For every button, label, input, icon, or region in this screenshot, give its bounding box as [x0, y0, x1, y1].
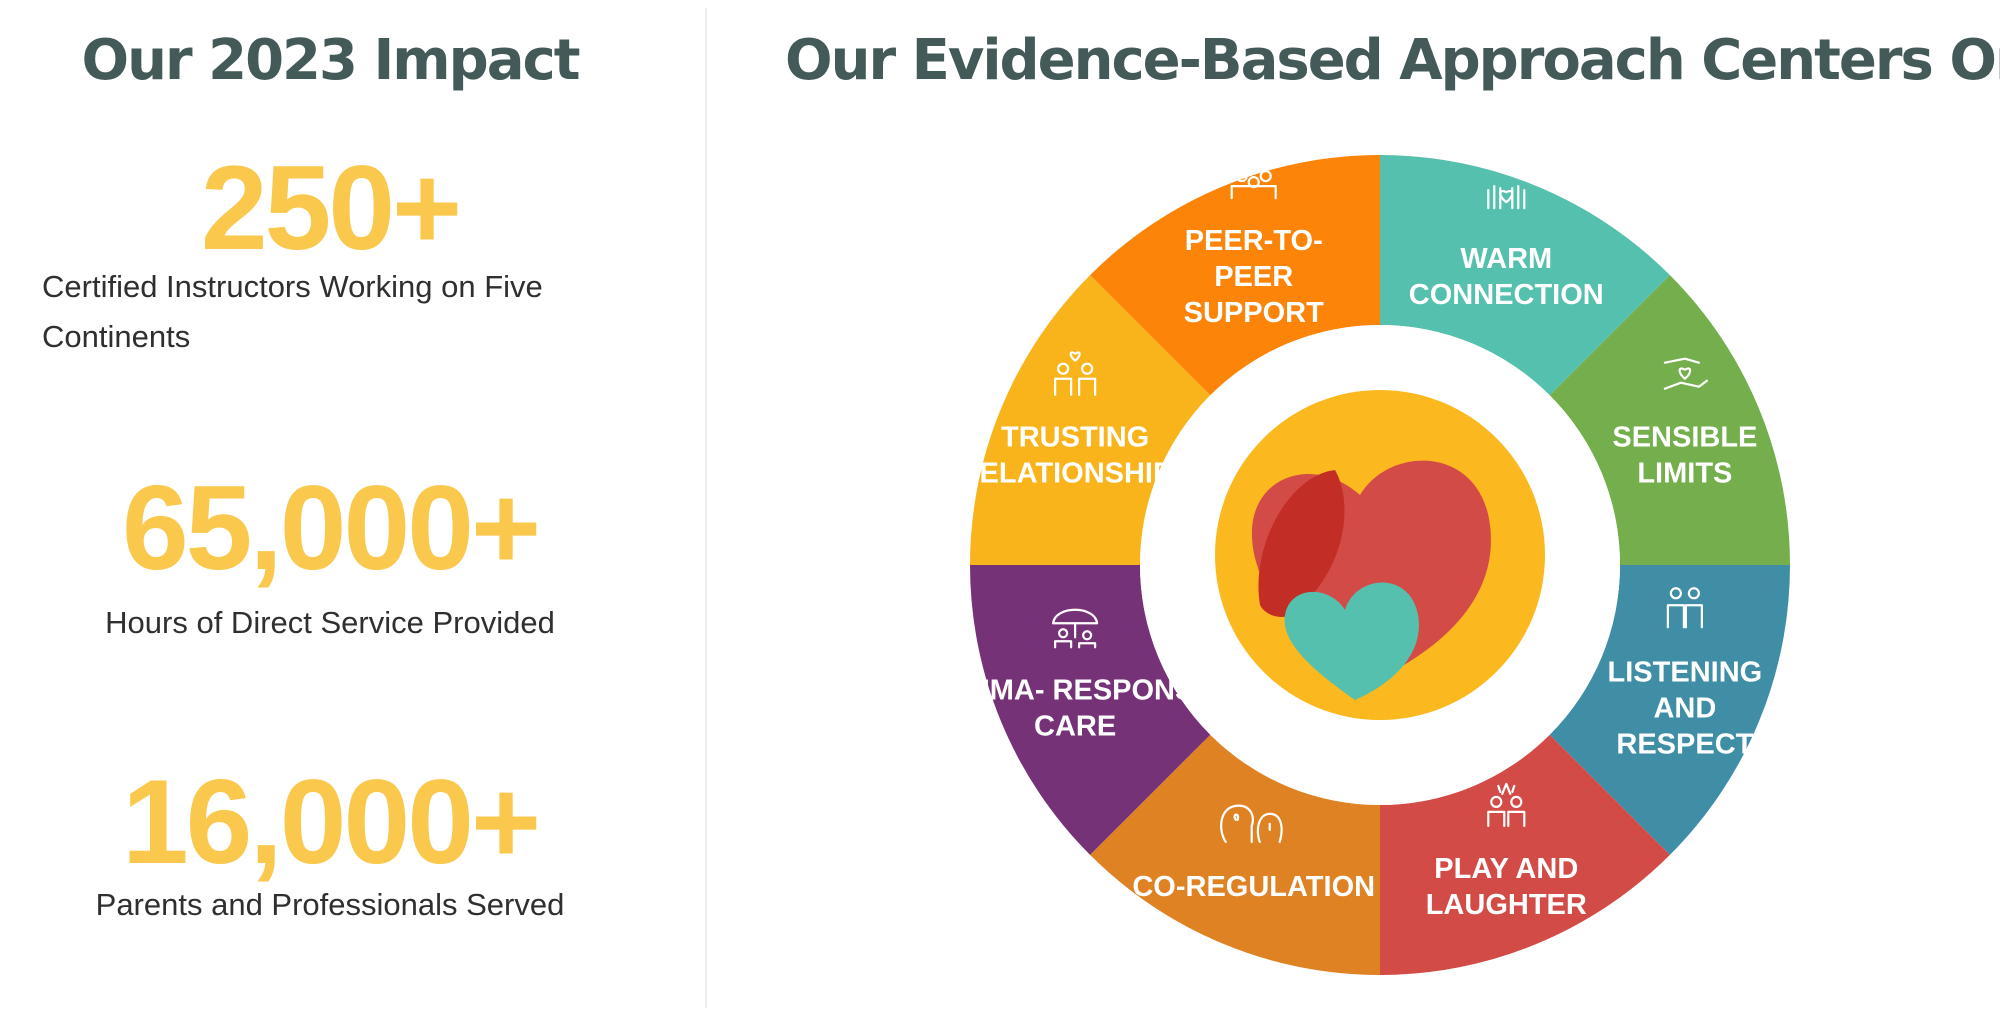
wheel-labels: WARM CONNECTION SENSIBLE LIMITS LISTENING AND…: [960, 225, 1762, 921]
wheel-segment-label-line: CARE: [1034, 710, 1116, 742]
approach-wheel: WARM CONNECTION SENSIBLE LIMITS LISTENING AND…: [960, 155, 1790, 975]
wheel-segment-label-line: AND: [1653, 692, 1716, 724]
wheel-segment-label: PLAY AND LAUGHTER: [1426, 853, 1587, 921]
wheel-segment-label-line: RELATIONSHIPS: [960, 458, 1192, 490]
wheel-segment-label: SENSIBLE LIMITS: [1612, 422, 1757, 490]
wheel-segment-label-line: LAUGHTER: [1426, 889, 1587, 921]
wheel-segment-label-line: TRAUMA- RESPONSIVE: [960, 674, 1241, 706]
stat-hours-label: Hours of Direct Service Provided: [105, 605, 555, 640]
umbrella-icon: [1052, 608, 1099, 649]
wheel-segment: [1380, 155, 1670, 396]
wheel-segment: [970, 275, 1211, 565]
stat-instructors-label-line1: Certified Instructors Working on Five: [42, 269, 543, 304]
stat-served-label: Parents and Professionals Served: [95, 887, 565, 922]
wheel-segment: [1090, 734, 1380, 975]
wheel-segment-label-line: TRUSTING: [1001, 422, 1149, 454]
stat-hours-number: 65,000+: [121, 461, 541, 595]
wheel-segment-label: LISTENING AND RESPECT: [1608, 656, 1763, 760]
wheel-segment-label-line: PLAY AND: [1434, 853, 1578, 885]
wheel-segment-label-line: LIMITS: [1637, 458, 1732, 490]
hand-heart-icon: [1663, 357, 1708, 390]
stat-instructors-label-line2: Continents: [42, 319, 191, 354]
wheel-icons: [1052, 156, 1708, 843]
wheel-segment: [1090, 155, 1380, 396]
wheel-segment-label-line: CO-REGULATION: [1132, 871, 1375, 903]
wheel-segment: [1549, 565, 1790, 855]
wheel-segment-label: TRAUMA- RESPONSIVE CARE: [960, 674, 1241, 742]
stat-instructors-number: 250+: [200, 141, 462, 275]
wheel-segment: [970, 565, 1211, 855]
heart-logo-icon: [1215, 390, 1545, 720]
wheel-segment-label-line: CONNECTION: [1409, 279, 1604, 311]
people-heart-icon: [1054, 351, 1097, 396]
high-five-icon: [1487, 782, 1526, 827]
approach-title: Our Evidence-Based Approach Centers On: [785, 28, 2000, 93]
impact-title: Our 2023 Impact: [81, 28, 581, 93]
panel-divider: [705, 8, 707, 1008]
wheel-segment-label: CO-REGULATION: [1132, 871, 1375, 903]
stat-served-number: 16,000+: [121, 755, 541, 889]
two-people-icon: [1666, 587, 1703, 629]
impact-panel: Our 2023 Impact 250+ Certified Instructo…: [0, 0, 705, 1010]
wheel-segment-label-line: PEER-TO-: [1185, 225, 1323, 257]
wheel-segments: [970, 155, 1790, 975]
wheel-segment-label-line: WARM: [1460, 243, 1552, 275]
wheel-segment-label: WARM CONNECTION: [1409, 243, 1604, 311]
hands-heart-icon: [1487, 185, 1526, 210]
wheel-segment: [1380, 734, 1670, 975]
wheel-segment-label: PEER-TO- PEER SUPPORT: [1184, 225, 1324, 329]
wheel-segment-label-line: LISTENING: [1608, 656, 1763, 688]
wheel-segment-label-line: PEER: [1214, 261, 1293, 293]
stat-instructors-label: Certified Instructors Working on Five Co…: [42, 262, 543, 362]
group-heart-icon: [1230, 156, 1277, 200]
heads-icon: [1220, 804, 1283, 843]
wheel-segment-label: TRUSTING RELATIONSHIPS: [960, 422, 1192, 490]
wheel-segment-label-line: SENSIBLE: [1612, 422, 1757, 454]
wheel-segment-label-line: SUPPORT: [1184, 297, 1324, 329]
wheel-segment: [1549, 275, 1790, 565]
wheel-segment-label-line: RESPECT: [1616, 728, 1753, 760]
